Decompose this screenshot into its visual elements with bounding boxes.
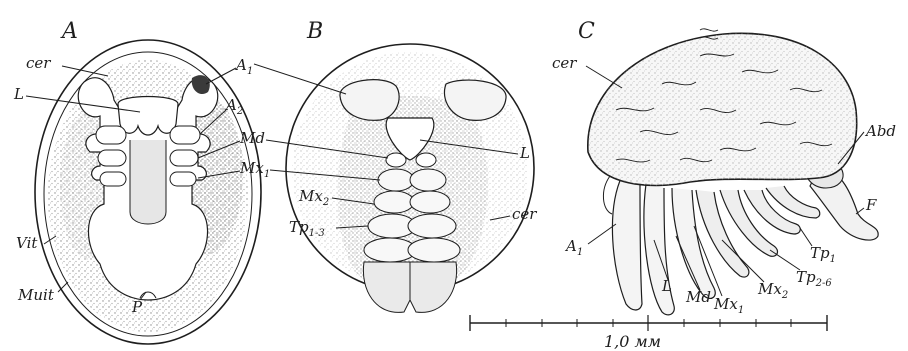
scale-bar: 1,0 мм bbox=[470, 315, 827, 351]
panel-a-label-md: Md bbox=[239, 129, 265, 147]
panel-a-labrum bbox=[118, 97, 178, 136]
panel-a-limb-bud-2 bbox=[98, 150, 126, 166]
panel-a-groove bbox=[130, 140, 166, 224]
panel-c-letter: C bbox=[578, 19, 595, 44]
panel-b: B L Mx2 Tp1-3 bbox=[254, 19, 537, 312]
panel-c-label-l: L bbox=[661, 277, 672, 295]
panel-c-label-abd: Abd bbox=[864, 122, 896, 140]
panel-c-label-md: Md bbox=[685, 288, 711, 306]
panel-a-label-mx1: Mx1 bbox=[239, 159, 270, 180]
panel-c-label-mx1: Mx1 bbox=[713, 295, 744, 316]
panel-b-mandible-right bbox=[416, 153, 436, 167]
panel-a-label-a1: A1 bbox=[234, 56, 253, 77]
scale-bar-label: 1,0 мм bbox=[604, 332, 661, 351]
panel-a-letter: A bbox=[60, 19, 78, 44]
panel-b-label-l: L bbox=[519, 144, 530, 162]
panel-c-label-f: F bbox=[865, 196, 877, 214]
panel-c: C bbox=[552, 19, 896, 316]
panel-c-label-tp1: Tp1 bbox=[810, 244, 836, 265]
panel-a: A cer L A1 A2 Md Mx1 bbox=[13, 19, 270, 344]
panel-c-label-a1: A1 bbox=[564, 237, 583, 258]
panel-b-label-cer: cer bbox=[512, 205, 537, 223]
panel-a-label-muit: Muit bbox=[17, 286, 55, 304]
panel-c-label-cer: cer bbox=[552, 54, 577, 72]
panel-b-letter: B bbox=[306, 19, 323, 44]
panel-a-limb-bud-3 bbox=[100, 172, 126, 186]
panel-c-label-mx2: Mx2 bbox=[757, 280, 788, 301]
panel-a-label-p: P bbox=[131, 298, 143, 316]
panel-a-label-vit: Vit bbox=[16, 234, 38, 252]
panel-a-label-a2: A2 bbox=[224, 96, 243, 117]
panel-a-label-l: L bbox=[13, 85, 24, 103]
panel-a-label-cer: cer bbox=[26, 54, 51, 72]
panel-a-limb-bud-1 bbox=[96, 126, 126, 144]
panel-b-mandible-left bbox=[386, 153, 406, 167]
panel-c-label-tp2-6: Tp2-6 bbox=[796, 268, 832, 289]
